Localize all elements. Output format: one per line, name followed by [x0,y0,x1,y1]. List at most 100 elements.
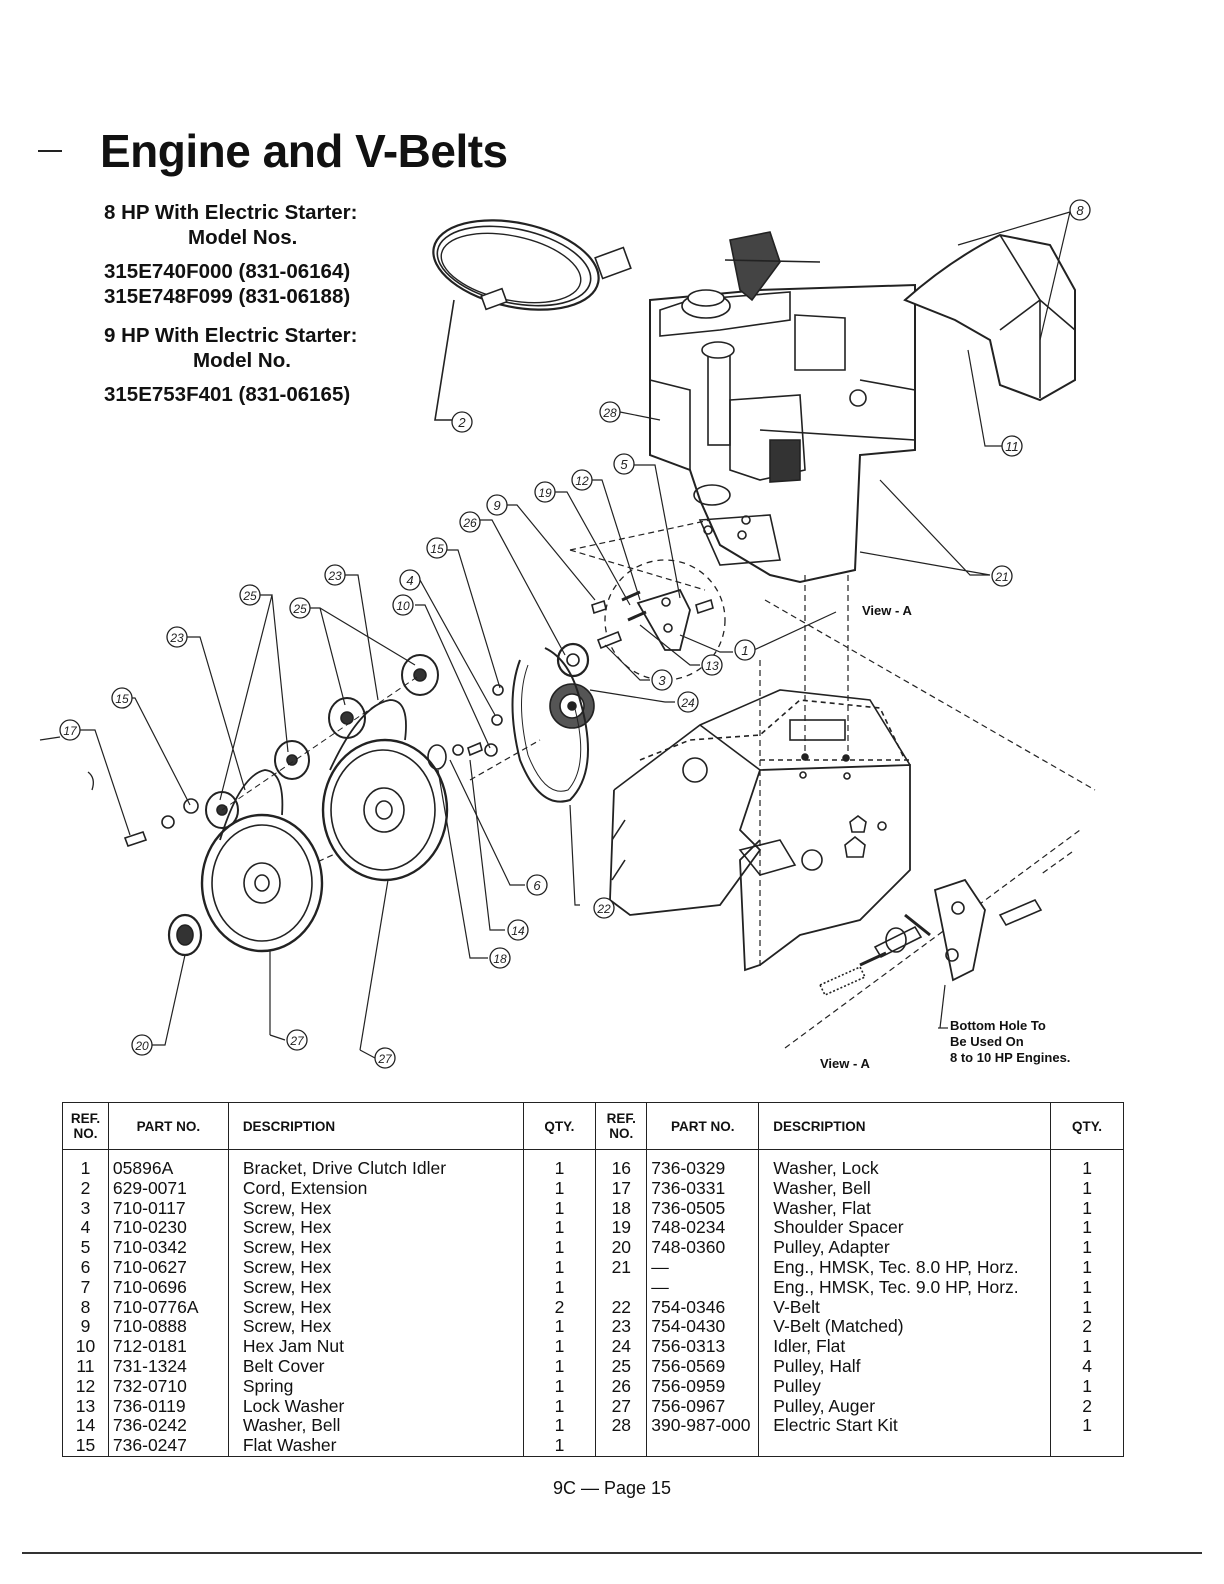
qty-left-cell: 1 [522,1277,597,1298]
svg-text:19: 19 [538,486,552,500]
desc-left-cell: Cord, Extension [227,1178,524,1199]
page-footer: 9C — Page 15 [552,1478,672,1498]
ref-left-cell: 1 [62,1149,109,1179]
desc-right-cell: Pulley, Auger [758,1396,1052,1417]
desc-right-cell: V-Belt [758,1297,1052,1318]
part-left-cell: 712-0181 [107,1336,229,1357]
svg-text:25: 25 [242,589,257,603]
part-right-cell: 736-0505 [646,1198,760,1219]
ref-left-cell: 5 [62,1237,109,1258]
ref-right-cell: 17 [595,1178,648,1199]
qty-left-cell: 1 [522,1178,597,1199]
part-left-cell: 710-0888 [107,1317,229,1338]
ref-left-cell: 9 [62,1317,109,1338]
desc-left-cell: Screw, Hex [227,1237,524,1258]
svg-text:27: 27 [377,1052,393,1066]
ref-right-cell: 26 [595,1376,648,1397]
svg-text:28: 28 [602,406,617,420]
view-a-label: View - A [862,603,912,618]
desc-left-cell: Screw, Hex [227,1317,524,1338]
ref-right-cell: 24 [595,1336,648,1357]
ref-left-cell: 3 [62,1198,109,1219]
part-left-cell: 710-0627 [107,1257,229,1278]
desc-left-cell: Screw, Hex [227,1277,524,1298]
note-line-3: 8 to 10 HP Engines. [950,1050,1070,1065]
part-right-cell: 748-0234 [646,1218,760,1239]
svg-text:15: 15 [115,692,129,706]
callout-27-right: 27 [374,1047,396,1069]
ref-left-cell: 2 [62,1178,109,1199]
view-a-circle [604,559,726,681]
desc-right-cell: Shoulder Spacer [758,1218,1052,1239]
ref-left-cell: 10 [62,1336,109,1357]
ref-left-cell: 8 [62,1297,109,1318]
qty-right-cell: 1 [1050,1297,1124,1318]
desc-right-cell: Pulley, Adapter [758,1237,1052,1258]
hp9-heading: 9 HP With Electric Starter: [104,324,358,347]
header-ref-left: REF. NO. [62,1102,109,1150]
qty-left-cell: 1 [522,1149,597,1179]
svg-text:8: 8 [1076,203,1084,218]
part-left-cell: 736-0119 [107,1396,229,1417]
ref-right-cell: 22 [595,1297,648,1318]
desc-left-cell: Belt Cover [227,1356,524,1377]
svg-text:24: 24 [680,696,695,710]
header-qty-left: QTY. [522,1102,597,1150]
part-right-cell: 390-987-000 [646,1416,760,1437]
qty-right-cell: 1 [1050,1376,1124,1397]
svg-text:1: 1 [741,643,748,658]
desc-left-cell: Spring [227,1376,524,1397]
qty-right-cell: 2 [1050,1317,1124,1338]
svg-text:17: 17 [63,724,78,738]
callout-1: 1 [734,639,756,661]
callout-23-left: 23 [166,626,188,648]
qty-right-cell: 1 [1050,1178,1124,1199]
qty-left-cell: 2 [522,1297,597,1318]
header-desc-right: DESCRIPTION [758,1102,1052,1150]
svg-text:25: 25 [292,602,307,616]
callout-8: 8 [1069,199,1091,221]
callout-23-top: 23 [324,564,346,586]
note-line-2: Be Used On [950,1034,1024,1049]
svg-text:6: 6 [533,878,541,893]
part-left-cell: 710-0230 [107,1218,229,1239]
callout-15-left: 15 [111,687,133,709]
qty-left-cell: 1 [522,1198,597,1219]
ref-left-cell: 12 [62,1376,109,1397]
model-list: 8 HP With Electric Starter: Model Nos. 3… [104,200,358,407]
svg-text:3: 3 [658,673,666,688]
callout-13: 13 [701,654,723,676]
part-right-cell: 748-0360 [646,1237,760,1258]
callout-26: 26 [459,511,481,533]
header-part-left: PART NO. [107,1102,229,1150]
desc-right-cell: Washer, Flat [758,1198,1052,1219]
svg-text:13: 13 [705,659,719,673]
callout-28: 28 [599,401,621,423]
ref-left-cell: 14 [62,1416,109,1437]
svg-text:12: 12 [575,474,589,488]
desc-left-cell: Screw, Hex [227,1198,524,1219]
qty-left-cell: 1 [522,1396,597,1417]
qty-right-cell: 1 [1050,1149,1124,1179]
part-right-cell [646,1436,760,1457]
qty-left-cell: 1 [522,1376,597,1397]
hp9-subheading: Model No. [193,349,291,372]
desc-left-cell: Screw, Hex [227,1257,524,1278]
qty-right-cell: 1 [1050,1237,1124,1258]
part-right-cell: 756-0959 [646,1376,760,1397]
callout-27-left: 27 [286,1029,308,1051]
note-line-1: Bottom Hole To [950,1018,1046,1033]
hp8-heading: 8 HP With Electric Starter: [104,201,358,224]
header-part-right: PART NO. [646,1102,760,1150]
hp9-model-1: 315E753F401 (831-06165) [104,383,351,406]
adapter-pulley-drawing [167,913,203,957]
